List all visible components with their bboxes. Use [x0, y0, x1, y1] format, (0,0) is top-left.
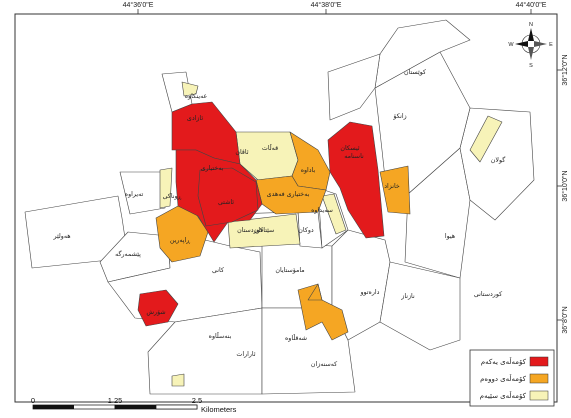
district-d21	[374, 51, 471, 195]
north-arrow: N S E W	[508, 22, 553, 69]
district-d29	[119, 171, 169, 215]
label-d24: مامۆستایان	[275, 267, 304, 274]
coord-top-3: 44°40'0"E	[516, 1, 547, 9]
label-d33: ئارارات	[236, 351, 255, 358]
label-d19: کوێستان	[404, 69, 426, 76]
compass-n: N	[529, 22, 533, 28]
compass-south-arrow-icon	[528, 47, 534, 60]
district-d4	[327, 121, 385, 239]
label-d22: نازناز	[400, 293, 415, 300]
scale-unit: Kilometers	[201, 405, 237, 414]
label-d20: هەولێر	[52, 233, 70, 240]
label-d14: گولان	[491, 156, 505, 164]
graticule-ticks	[137, 9, 562, 321]
label-d32: ناسنامە	[344, 153, 364, 160]
district-d33	[379, 261, 461, 351]
compass-w: W	[508, 42, 514, 48]
label-d12: قەڵات	[262, 144, 278, 152]
district-polygons	[24, 19, 535, 395]
label-d7: بەختیاری فەهدی	[267, 191, 310, 198]
label-d15: کوردستان	[237, 227, 263, 234]
compass-north-arrow-icon	[528, 28, 534, 41]
compass-s: S	[529, 63, 533, 69]
scale-tick-0: 0	[31, 396, 35, 405]
district-d10	[307, 283, 323, 301]
coord-top-1: 44°36'0"E	[123, 1, 154, 9]
scale-bar: 0 1.25 2.5 Kilometers	[31, 396, 237, 414]
label-d6: باداوە	[301, 167, 316, 174]
district-d5	[137, 289, 179, 327]
scale-tick-1: 1.25	[108, 396, 123, 405]
district-d16	[321, 193, 347, 235]
label-d26: سێتاقان	[254, 227, 275, 234]
legend-label-2: کۆمەڵەی دووەم	[480, 374, 527, 383]
label-d17: بنەسڵاوە	[209, 332, 232, 340]
label-d21: هیوا	[445, 233, 455, 240]
district-islet	[171, 373, 185, 387]
coord-right-1: 36°12'0"N	[561, 54, 569, 85]
label-d34: کوردستانی	[474, 291, 502, 298]
label-d4: ئیسکان	[340, 145, 360, 152]
legend-swatch-1	[529, 356, 549, 367]
district-d13	[159, 167, 173, 209]
scale-tick-2: 2.5	[192, 396, 202, 405]
district-d11	[379, 165, 411, 215]
label-d2: بەختیاری	[201, 165, 224, 172]
district-islet	[181, 81, 199, 97]
label-d31: دوکان	[298, 227, 314, 234]
label-d3: ئاشتی	[218, 199, 234, 206]
label-d11: خانزاد	[384, 183, 400, 190]
district-d3	[197, 167, 259, 227]
label-d10: کەسنەزان	[311, 361, 337, 368]
scale-segment-3	[155, 404, 198, 410]
coord-top-2: 44°38'0"E	[311, 1, 342, 9]
label-d18: زانکۆ	[392, 113, 406, 120]
compass-east-arrow-icon	[534, 41, 547, 47]
label-d27: ئاڤان	[235, 149, 248, 156]
coord-right-2: 36°10'0"N	[561, 170, 569, 201]
legend: کۆمەڵەی یەکەم کۆمەڵەی دووەم کۆمەڵەی سێیە…	[469, 349, 555, 407]
district-d7	[255, 175, 327, 215]
label-d28: پێشمەرگە	[115, 250, 141, 258]
label-d29: تەیراوە	[125, 191, 144, 198]
compass-e: E	[549, 42, 553, 48]
district-d19	[327, 53, 381, 121]
legend-swatch-2	[529, 373, 549, 384]
label-d13: ڕوناکی	[163, 193, 182, 200]
coord-right-3: 36°8'0"N	[561, 306, 569, 333]
label-d30: عەینکاوە	[185, 93, 208, 100]
district-labels: ئازادی بەختیاری ئاشتی ئیسکان شۆرش باداوە…	[52, 69, 505, 368]
label-d23: دارەتوو	[360, 289, 380, 296]
legend-label-1: کۆمەڵەی یەکەم	[481, 357, 527, 366]
district-d15	[227, 213, 301, 249]
scale-segment-fill	[33, 405, 74, 409]
label-d16: سەیداوە	[311, 207, 333, 214]
compass-west-arrow-icon	[515, 41, 528, 47]
coordinate-labels: 44°36'0"E 44°38'0"E 44°40'0"E 36°12'0"N …	[123, 1, 569, 334]
label-d9: شەقڵاوە	[285, 334, 307, 342]
label-d5: شۆرش	[146, 309, 165, 316]
label-d25: کانی	[212, 267, 224, 274]
label-d8: ڕاپەرین	[170, 237, 190, 244]
label-d1: ئازادی	[187, 115, 203, 122]
legend-swatch-3	[529, 390, 549, 401]
legend-label-3: کۆمەڵەی سێیەم	[480, 391, 527, 400]
district-d14	[469, 115, 503, 163]
